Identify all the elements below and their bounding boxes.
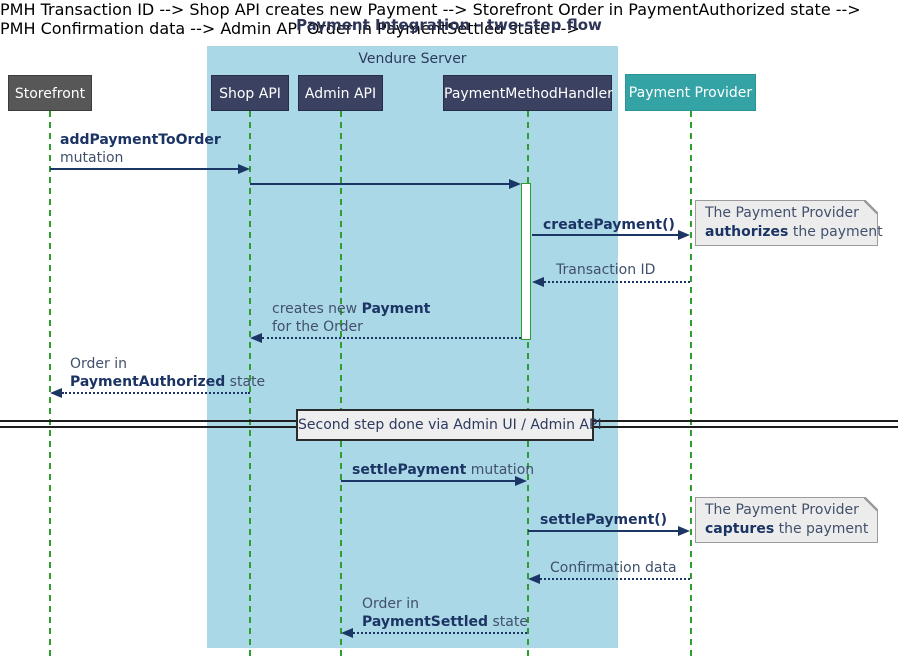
- arrow-head: [238, 164, 250, 174]
- arrow-head: [341, 628, 353, 638]
- message-label-add-payment-to-order: addPaymentToOrder mutation: [60, 132, 221, 166]
- note-authorizes-payment: The Payment Provider authorizes the paym…: [695, 200, 883, 246]
- arrow-head: [509, 179, 521, 189]
- message-label-confirmation-data: Confirmation data: [550, 560, 677, 576]
- lifeline-admin-api: [340, 111, 342, 657]
- activation-bar-payment-method-handler: [521, 183, 531, 340]
- participant-shop-api: Shop API: [211, 75, 289, 111]
- arrow-head: [528, 574, 540, 584]
- arrow-head: [50, 388, 62, 398]
- arrow-line: [341, 480, 515, 482]
- message-label-create-payment: createPayment(): [543, 217, 675, 233]
- message-label-settle-payment-mutation: settlePayment mutation: [352, 462, 535, 478]
- arrow-line: [50, 168, 238, 170]
- arrow-head: [678, 526, 690, 536]
- arrow-line: [262, 337, 521, 339]
- vendure-server-frame: [207, 46, 618, 648]
- diagram-title: Payment Integration - two-step flow: [296, 16, 602, 34]
- lifeline-shop-api: [249, 111, 251, 657]
- participant-payment-provider: Payment Provider: [625, 74, 756, 111]
- message-label-payment-settled: Order in PaymentSettled state: [362, 596, 528, 630]
- arrow-head: [250, 333, 262, 343]
- arrow-line: [528, 530, 678, 532]
- message-label-transaction-id: Transaction ID: [556, 262, 656, 278]
- lifeline-payment-method-handler: [527, 111, 529, 657]
- arrow-line: [353, 632, 527, 634]
- arrow-line: [532, 234, 678, 236]
- note-captures-payment: The Payment Provider captures the paymen…: [695, 497, 878, 543]
- arrow-head: [515, 476, 527, 486]
- participant-payment-method-handler: PaymentMethodHandler: [443, 75, 613, 111]
- message-label-creates-payment: creates new Payment for the Order: [272, 301, 431, 335]
- message-label-payment-authorized: Order in PaymentAuthorized state: [70, 356, 266, 390]
- arrow-head: [678, 230, 690, 240]
- message-label-settle-payment-call: settlePayment(): [540, 512, 668, 528]
- arrow-line: [544, 281, 690, 283]
- participant-storefront: Storefront: [8, 75, 92, 111]
- lifeline-payment-provider: [690, 111, 692, 657]
- arrow-line: [62, 392, 250, 394]
- note-fold-icon: [864, 497, 878, 511]
- lifeline-storefront: [49, 111, 51, 657]
- arrow-line: [540, 578, 690, 580]
- participant-admin-api: Admin API: [298, 75, 383, 111]
- vendure-server-frame-label: Vendure Server: [358, 51, 467, 67]
- note-fold-icon: [864, 200, 878, 214]
- divider-label-box: Second step done via Admin UI / Admin AP…: [296, 409, 602, 441]
- arrow-head: [532, 277, 544, 287]
- arrow-line: [250, 183, 509, 185]
